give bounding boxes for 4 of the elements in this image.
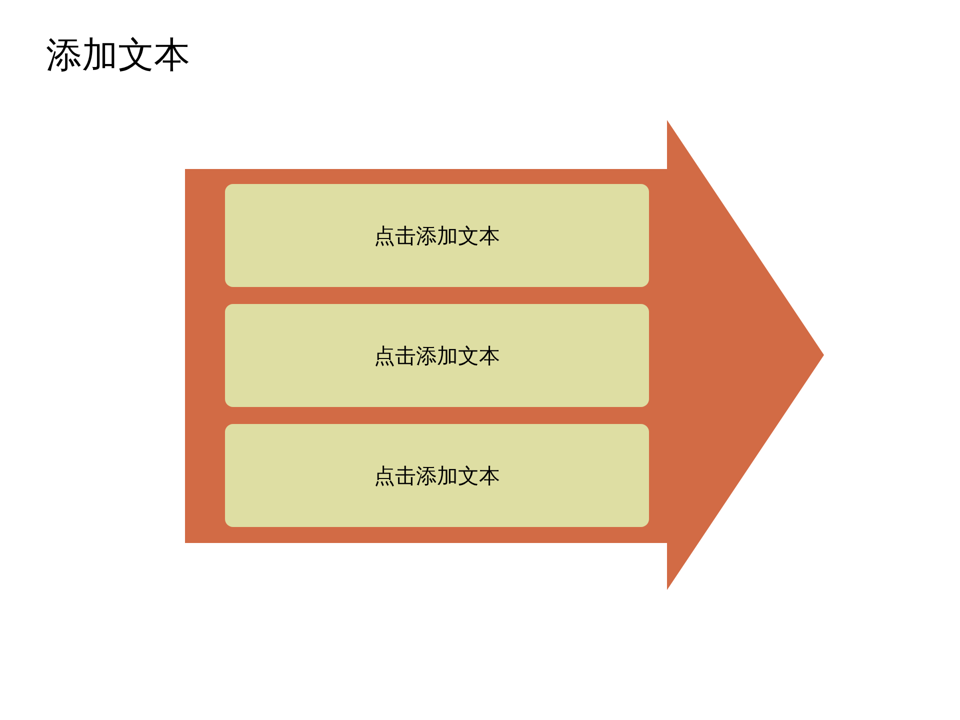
title: 添加文本: [46, 34, 190, 78]
text-box: 点击添加文本: [225, 304, 649, 407]
text-box: 点击添加文本: [225, 424, 649, 527]
text-box: 点击添加文本: [225, 184, 649, 287]
